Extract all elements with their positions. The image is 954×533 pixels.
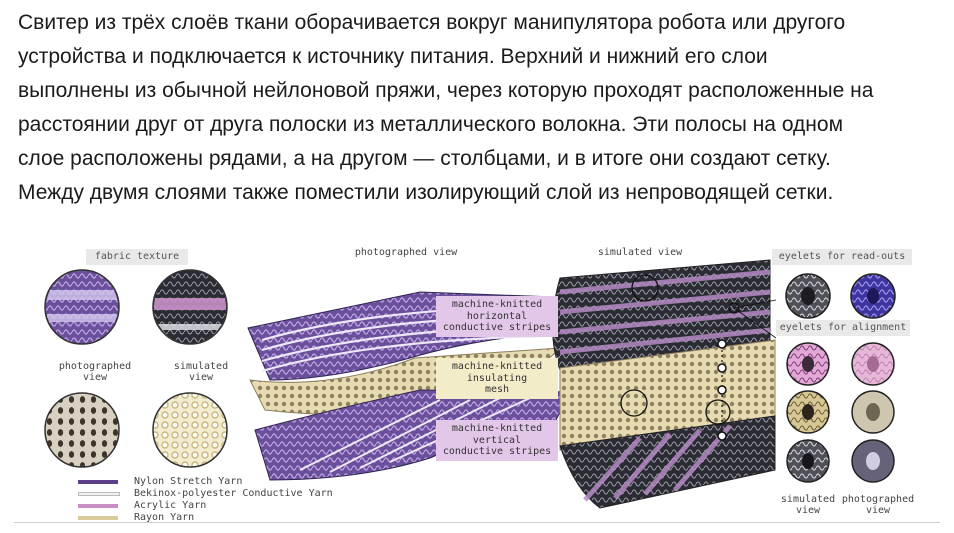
- caption-line: view: [82, 372, 108, 383]
- legend-swatch-bekinox: [78, 492, 120, 496]
- legend-swatch-nylon: [78, 480, 118, 484]
- simulated-view-top-label: simulated view: [597, 247, 683, 258]
- caption-line: simulated: [173, 361, 229, 372]
- paragraph-line: устройства и подключается к источнику пи…: [18, 45, 768, 68]
- legend-label: Acrylic Yarn: [134, 500, 207, 511]
- legend-label: Bekinox-polyester Conductive Yarn: [134, 488, 333, 499]
- eyelets-readouts-label: eyelets for read-outs: [772, 249, 912, 265]
- eyelet-readout-sim: [785, 273, 831, 319]
- caption-line: view: [188, 372, 214, 383]
- sim-layer-top: [552, 259, 771, 371]
- right-sim-caption: simulated view: [770, 494, 846, 516]
- right-photo-caption: photographed view: [838, 494, 918, 516]
- left-sim-caption: simulated view: [156, 361, 246, 383]
- alignment-markers: [717, 299, 777, 441]
- callout-line: horizontal: [466, 310, 528, 322]
- legend-swatch-rayon: [78, 516, 118, 520]
- left-photo-caption: photographed view: [50, 361, 140, 383]
- paragraph-line: расстоянии друг от друга полоски из мета…: [18, 113, 844, 136]
- caption-line: simulated: [780, 494, 836, 505]
- photographed-view-top-label: photographed view: [354, 247, 458, 258]
- texture-circle-photo-nylon: [44, 269, 120, 345]
- eyelet-align-photo-1: [851, 342, 895, 386]
- callout-line: machine-knitted: [451, 423, 543, 434]
- eyelet-align-sim-2: [786, 390, 830, 434]
- texture-circle-photo-mesh: [44, 392, 120, 468]
- callout-vertical-stripes: machine-knitted vertical conductive stri…: [436, 420, 558, 461]
- callout-line: vertical: [472, 434, 522, 446]
- paragraph-line: Свитер из трёх слоёв ткани оборачивается…: [18, 11, 846, 34]
- caption-line: view: [865, 505, 891, 516]
- bottom-divider: [14, 522, 940, 523]
- texture-circle-sim-nylon: [152, 269, 228, 345]
- fabric-texture-label: fabric texture: [86, 249, 188, 265]
- paragraph-line: выполнены из обычной нейлоновой пряжи, ч…: [18, 79, 874, 102]
- eyelets-alignment-label: eyelets for alignment: [776, 320, 910, 336]
- knitted-sweater-figure: fabric texture photographed view simulat…: [0, 240, 954, 533]
- eyelet-align-sim-1: [786, 342, 830, 386]
- article-paragraph: Свитер из трёх слоёв ткани оборачивается…: [18, 6, 948, 210]
- callout-line: conductive stripes: [442, 446, 552, 457]
- caption-line: photographed: [841, 494, 915, 505]
- legend-label: Nylon Stretch Yarn: [134, 476, 243, 487]
- callout-line: machine-knitted: [451, 299, 543, 310]
- texture-circle-sim-mesh: [152, 392, 228, 468]
- eyelet-readout-photo: [850, 273, 896, 319]
- callout-line: conductive stripes: [442, 322, 552, 333]
- callout-insulating-mesh: machine-knitted insulating mesh: [436, 358, 558, 399]
- legend-swatch-acrylic: [78, 504, 118, 508]
- eyelet-align-photo-3: [851, 439, 895, 483]
- eyelet-align-photo-2: [851, 390, 895, 434]
- callout-line: insulating: [466, 372, 528, 384]
- callout-horizontal-stripes: machine-knitted horizontal conductive st…: [436, 296, 558, 337]
- caption-line: photographed: [58, 361, 132, 372]
- callout-line: mesh: [484, 384, 510, 395]
- legend-label: Rayon Yarn: [134, 512, 195, 523]
- caption-line: view: [795, 505, 821, 516]
- eyelet-align-sim-3: [786, 439, 830, 483]
- paragraph-line: Между двумя слоями также поместили изоли…: [18, 181, 834, 204]
- figure-illustration: [44, 259, 896, 509]
- callout-line: machine-knitted: [451, 361, 543, 372]
- paragraph-line: слое расположены рядами, а на другом — с…: [18, 147, 831, 170]
